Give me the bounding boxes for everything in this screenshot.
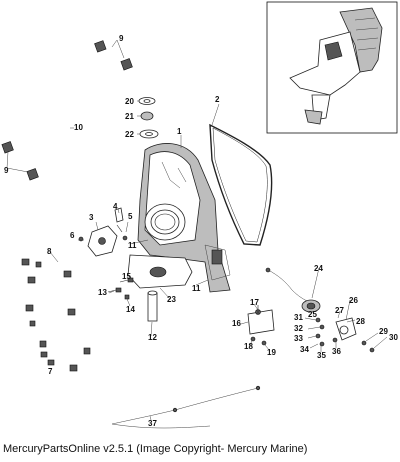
callout-14: 14 <box>126 305 135 314</box>
leader-lines <box>6 39 388 421</box>
callout-17: 17 <box>250 298 259 307</box>
callout-16: 16 <box>232 319 241 328</box>
callout-26: 26 <box>349 296 358 305</box>
callout-7: 7 <box>48 367 53 376</box>
callout-15: 15 <box>122 272 131 281</box>
callout-11a: 11 <box>128 241 137 250</box>
callout-21: 21 <box>125 112 134 121</box>
callout-3: 3 <box>89 213 94 222</box>
callout-32: 32 <box>294 324 303 333</box>
callout-1: 1 <box>177 127 182 136</box>
washer-stack <box>138 97 159 139</box>
callout-labels: 1 2 3 4 5 6 7 8 9 9 10 11 11 12 13 14 15… <box>4 34 398 428</box>
callout-25: 25 <box>308 310 317 319</box>
callout-8: 8 <box>47 247 52 256</box>
callout-9a: 9 <box>119 34 124 43</box>
trim-sender <box>265 267 375 353</box>
callout-10: 10 <box>74 123 83 132</box>
callout-37: 37 <box>148 419 157 428</box>
callout-12: 12 <box>148 333 157 342</box>
callout-29: 29 <box>379 327 388 336</box>
callout-27: 27 <box>335 306 344 315</box>
inset-engine-thumbnail <box>266 1 398 134</box>
valve-parts <box>78 207 128 257</box>
callout-28: 28 <box>356 317 365 326</box>
callout-20: 20 <box>125 97 134 106</box>
callout-5: 5 <box>128 212 133 221</box>
bolts <box>107 277 134 300</box>
callout-33: 33 <box>294 334 303 343</box>
callout-30: 30 <box>389 333 398 342</box>
callout-19: 19 <box>267 348 276 357</box>
gasket <box>209 123 273 246</box>
callout-2: 2 <box>215 95 220 104</box>
callout-23: 23 <box>167 295 176 304</box>
callout-9b: 9 <box>4 166 9 175</box>
callout-13: 13 <box>98 288 107 297</box>
fastener-nuts <box>21 258 91 372</box>
switch-plate <box>247 305 275 346</box>
hose-assembly <box>1 40 133 181</box>
callout-11b: 11 <box>192 284 201 293</box>
callout-18: 18 <box>244 342 253 351</box>
copyright-caption: MercuryPartsOnline v2.5.1 (Image Copyrig… <box>3 443 308 455</box>
callout-6: 6 <box>70 231 75 240</box>
cable-assembly <box>111 385 261 429</box>
gimbal-housing <box>127 143 231 293</box>
callout-31: 31 <box>294 313 303 322</box>
callout-35: 35 <box>317 351 326 360</box>
callout-4: 4 <box>113 202 118 211</box>
pivot-pin <box>147 290 158 322</box>
callout-22: 22 <box>125 130 134 139</box>
callout-34: 34 <box>300 345 309 354</box>
callout-24: 24 <box>314 264 323 273</box>
callout-36: 36 <box>332 347 341 356</box>
